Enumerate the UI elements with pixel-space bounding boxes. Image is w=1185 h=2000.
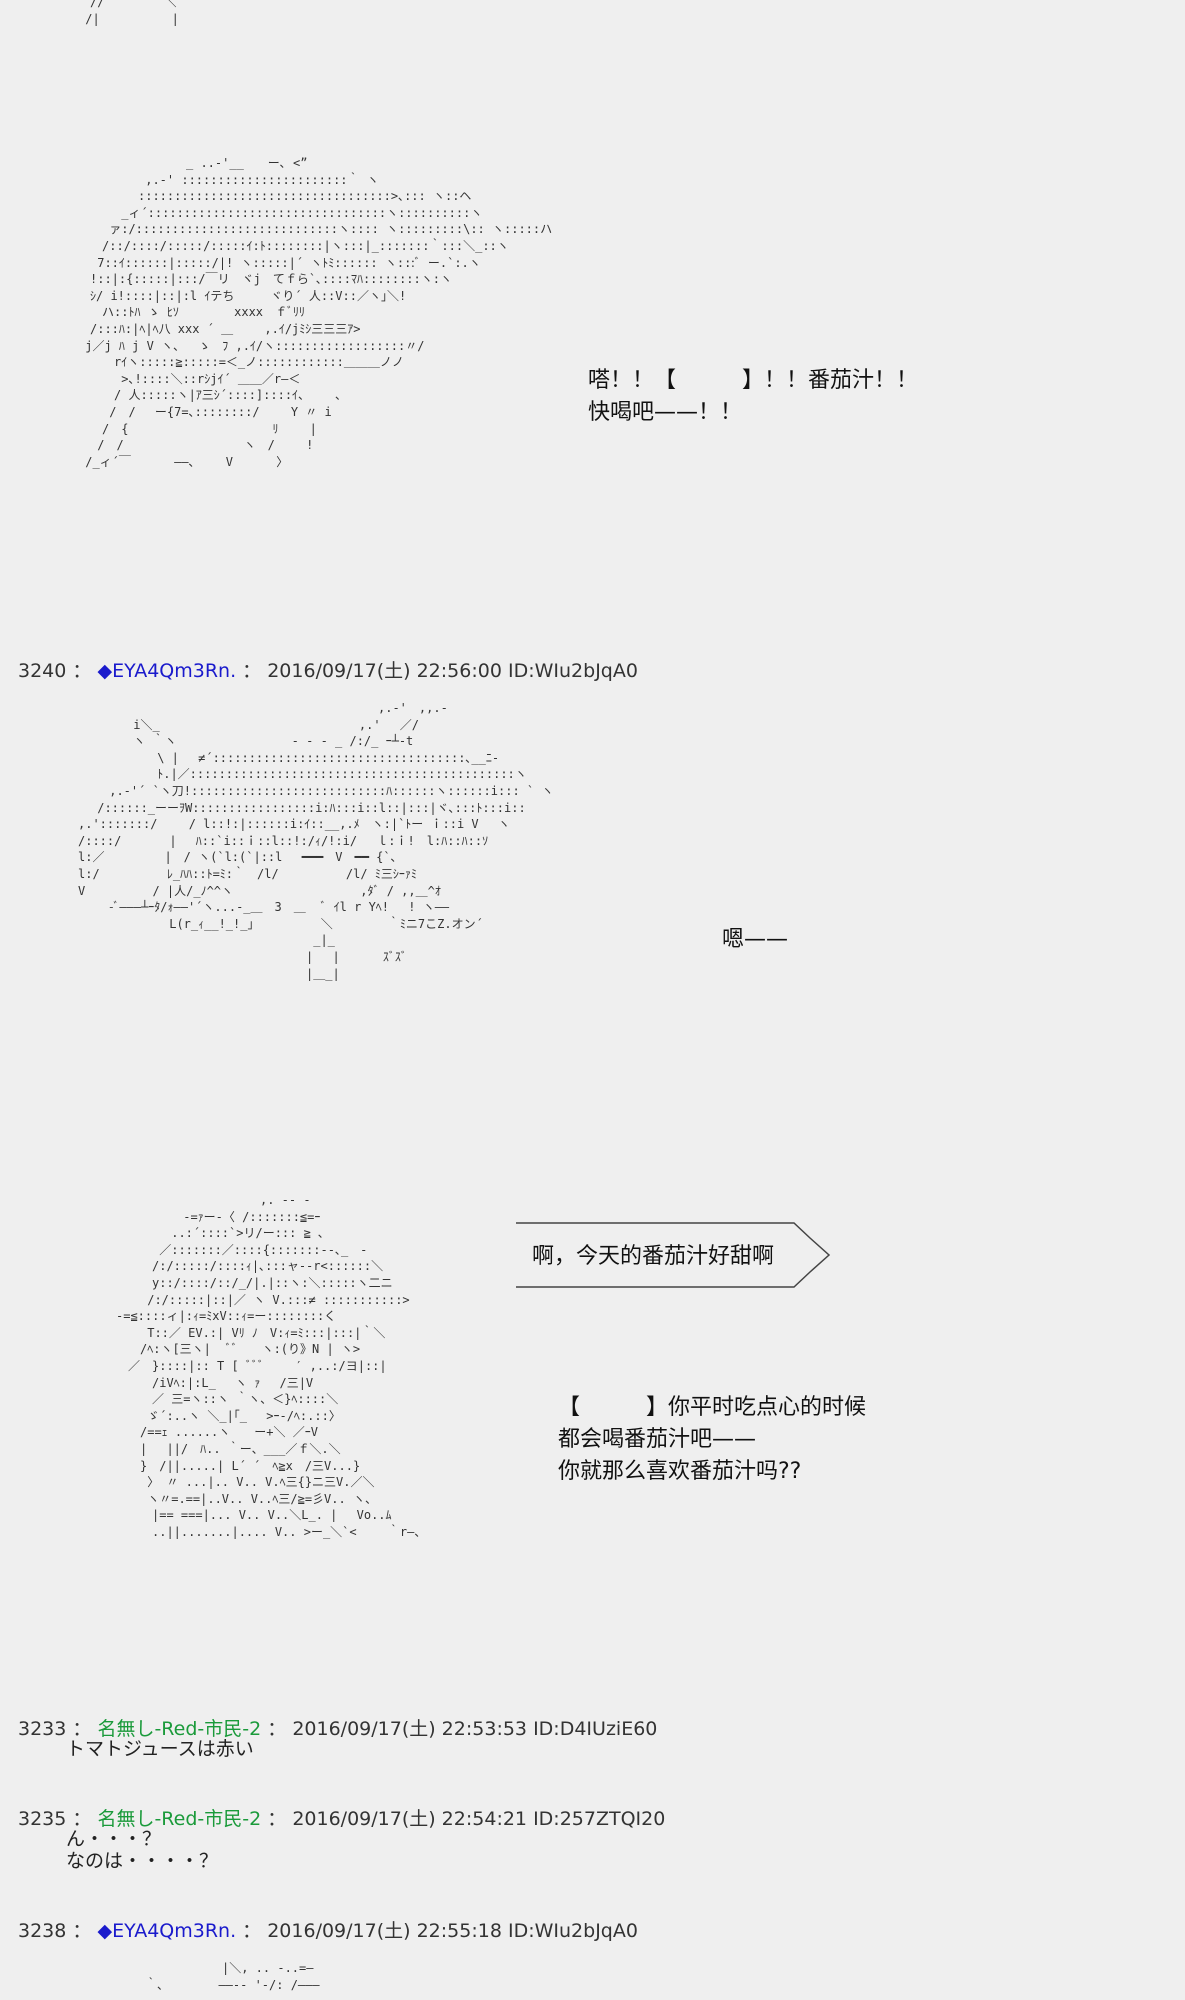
post-number: 3238	[18, 1920, 67, 1942]
post-header: 3235 ： 名無し-Red-市民-2 ： 2016/09/17(土) 22:5…	[18, 1804, 665, 1831]
post-id: ID:WIu2bJqA0	[507, 660, 638, 682]
separator: ：	[66, 660, 98, 682]
poster-name[interactable]: 名無し-Red-市民-2	[97, 1718, 262, 1740]
ascii-art-top-fragment: // ＼ /| |	[85, 0, 179, 26]
ascii-art-character-3: ,. -‐ ‐ -=ｧー-〈 /:::::::≦=ｰ ..:´::::`>リ/ー…	[116, 1193, 427, 1539]
post-id: ID:WIu2bJqA0	[507, 1920, 638, 1942]
speech-line: 都会喝番茄汁吧——	[558, 1427, 757, 1452]
separator: ：	[261, 1808, 293, 1830]
separator: ：	[236, 1920, 268, 1942]
post-number: 3235	[18, 1808, 67, 1830]
poster-name[interactable]: ◆EYA4Qm3Rn.	[97, 1920, 237, 1942]
post-number: 3240	[18, 660, 67, 682]
poster-name[interactable]: 名無し-Red-市民-2	[97, 1808, 262, 1830]
post-datetime: 2016/09/17(土) 22:55:18	[267, 1920, 502, 1942]
ascii-art-character-1: _ ..-'__ ー､ <” ,.-' ::::::::::::::::::::…	[85, 156, 553, 469]
speech-block-2: 嗯——	[722, 924, 788, 956]
post-datetime: 2016/09/17(土) 22:56:00	[267, 660, 502, 682]
speech-line: 【 】你平时吃点心的时候	[558, 1395, 867, 1420]
speech-line: 嗒！！【 】！！番茄汁！！	[588, 368, 919, 393]
post-datetime: 2016/09/17(土) 22:54:21	[292, 1808, 528, 1830]
post-header: 3240 ： ◆EYA4Qm3Rn. ： 2016/09/17(土) 22:56…	[18, 656, 638, 683]
separator: ：	[236, 660, 268, 682]
speech-line: 嗯——	[722, 927, 789, 952]
poster-name[interactable]: ◆EYA4Qm3Rn.	[97, 660, 237, 682]
post-body-line: トマトジュースは赤い	[66, 1738, 254, 1760]
post-body-line: ん・・・？	[66, 1828, 162, 1850]
separator: ：	[66, 1920, 98, 1942]
separator: ：	[261, 1718, 293, 1740]
bubble-text: 啊，今天的番茄汁好甜啊	[532, 1244, 774, 1269]
post-id: ID:257ZTQI20	[533, 1808, 666, 1830]
speech-bubble: 啊，今天的番茄汁好甜啊	[516, 1222, 831, 1288]
separator: ：	[66, 1808, 98, 1830]
post-body: トマトジュースは赤い	[66, 1738, 254, 1760]
post-body-line: なのは・・・・？	[66, 1850, 219, 1872]
post-header: 3233 ： 名無し-Red-市民-2 ： 2016/09/17(土) 22:5…	[18, 1714, 657, 1741]
post-number: 3233	[18, 1718, 67, 1740]
post-id: ID:D4IUziE60	[533, 1718, 658, 1740]
post-header: 3238 ： ◆EYA4Qm3Rn. ： 2016/09/17(土) 22:55…	[18, 1916, 638, 1943]
ascii-art-character-2: ,.-' ,,.- i＼_ ,.' ／/ ヽ ｀ヽ - - - _ /:/_ ｰ…	[78, 701, 554, 981]
bubble-outline	[516, 1222, 831, 1288]
separator: ：	[66, 1718, 98, 1740]
ascii-art-character-4: |＼, .. -..=― ｀､ ――‐- '-/: /―――	[145, 1961, 320, 1992]
post-datetime: 2016/09/17(土) 22:53:53	[292, 1718, 528, 1740]
speech-block-3: 【 】你平时吃点心的时候 都会喝番茄汁吧—— 你就那么喜欢番茄汁吗??	[558, 1392, 866, 1488]
speech-block-1: 嗒！！【 】！！番茄汁！！ 快喝吧——！！	[588, 365, 918, 429]
speech-line: 你就那么喜欢番茄汁吗??	[558, 1459, 802, 1484]
speech-line: 快喝吧——！！	[588, 400, 743, 425]
post-body: ん・・・？ なのは・・・・？	[66, 1828, 218, 1872]
